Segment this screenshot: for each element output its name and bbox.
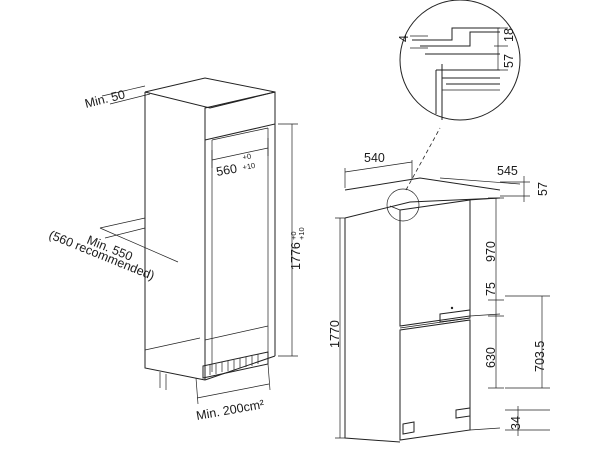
- vent-area-label: Min. 200cm²: [195, 397, 265, 423]
- top-gap-value: 57: [536, 182, 550, 196]
- appliance-body: [344, 127, 501, 443]
- upper-height-value: 970: [484, 241, 498, 262]
- niche-width-value: 560: [215, 162, 238, 179]
- niche-height-dimension: 1776 +0 +10: [278, 123, 306, 357]
- top-gap-dimension: 57: [500, 176, 550, 202]
- lower-total-value: 703.5: [533, 341, 547, 372]
- vent-area-dimension: Min. 200cm²: [195, 363, 271, 423]
- lower-height-dimension: 630: [484, 316, 504, 389]
- detail-gap-value: 4: [397, 35, 411, 42]
- niche-width-tol-plus: +0: [242, 152, 252, 162]
- niche-width-dimension: 560 +0 +10: [211, 138, 269, 179]
- detail-right-top-value: 18: [502, 28, 516, 42]
- total-height-dimension: 1770: [328, 217, 345, 439]
- base-gap-value: 34: [509, 416, 523, 430]
- niche-height-value: 1776: [289, 242, 303, 270]
- width-dimension: 540: [344, 151, 413, 188]
- niche-height-tol-minus: +10: [297, 227, 306, 240]
- total-height-value: 1770: [328, 320, 342, 348]
- min-top-dimension: Min. 50: [83, 85, 151, 111]
- base-gap-dimension: 34: [505, 406, 550, 436]
- depth-value: 545: [497, 164, 518, 178]
- niche-height-tol-plus: +0: [289, 231, 298, 240]
- detail-right-bottom-value: 57: [502, 54, 516, 68]
- vent-grille: [202, 351, 269, 379]
- depth-dimension: 545: [439, 164, 521, 185]
- niche-cabinet: [99, 77, 276, 390]
- lower-total-dimension: 703.5: [505, 295, 550, 389]
- niche-width-tol-minus: +10: [242, 161, 256, 172]
- depth-recommended-note: (560 recommended): [47, 228, 157, 283]
- hinge-detail: 4 18 57: [397, 0, 521, 121]
- divider-height-value: 75: [484, 282, 498, 296]
- divider-height-dimension: 75: [484, 282, 504, 317]
- width-value: 540: [364, 151, 385, 165]
- lower-height-value: 630: [484, 347, 498, 368]
- min-top-label: Min. 50: [83, 87, 126, 111]
